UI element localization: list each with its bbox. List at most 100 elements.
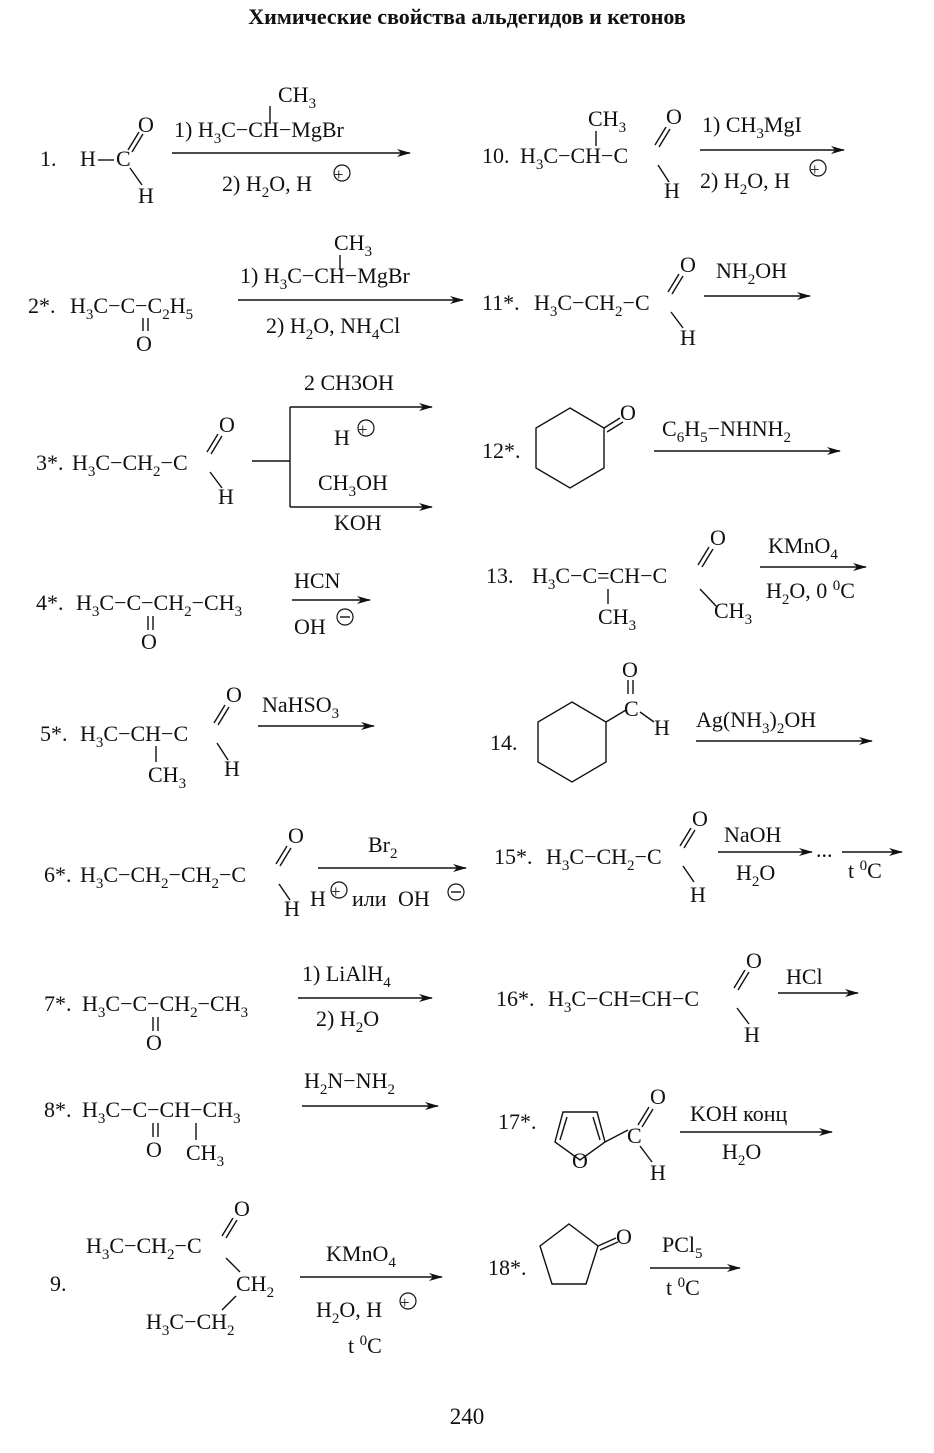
- svg-text:O: O: [622, 657, 638, 682]
- svg-text:2) H2O: 2) H2O: [316, 1006, 379, 1036]
- svg-text:H: H: [654, 715, 670, 740]
- svg-text:H2O: H2O: [736, 860, 775, 890]
- reaction-4: 4*. H3C−C−CH2−CH3 O HCN OH: [36, 568, 371, 654]
- svg-text:H3C−CH2−C: H3C−CH2−C: [72, 450, 188, 480]
- svg-text:t 0C: t 0C: [666, 1275, 700, 1300]
- svg-text:H3C−CH−C: H3C−CH−C: [520, 143, 628, 173]
- svg-text:O: O: [616, 1224, 632, 1249]
- reaction-7: 7*. H3C−C−CH2−CH3 O 1) LiAlH4 2) H2O: [44, 961, 433, 1055]
- reaction-number: 8*.: [44, 1097, 72, 1122]
- reaction-8: 8*. H3C−C−CH−CH3 O CH3 H2N−NH2: [44, 1068, 439, 1170]
- cyclopentanone-ring: [539, 1223, 599, 1285]
- svg-text:NaHSO3: NaHSO3: [262, 692, 339, 722]
- svg-text:C: C: [624, 696, 639, 721]
- svg-text:H2O: H2O: [722, 1139, 761, 1169]
- svg-text:H2O, H: H2O, H: [316, 1297, 382, 1327]
- svg-text:O: O: [146, 1137, 162, 1162]
- condition-text: KOH конц: [690, 1101, 788, 1126]
- reaction-5: 5*. H3C−CH−C CH3 O H NaHSO3: [40, 682, 375, 792]
- svg-text:2) H2O, NH4Cl: 2) H2O, NH4Cl: [266, 313, 400, 343]
- page-number: 240: [449, 1404, 485, 1429]
- reaction-6: 6*. H3C−CH2−CH2−C O H Br2 H + или OH: [44, 823, 467, 921]
- svg-text:+: +: [331, 882, 341, 901]
- reaction-number: 13.: [486, 563, 514, 588]
- svg-text:CH3OH: CH3OH: [318, 470, 388, 500]
- svg-text:O: O: [572, 1148, 588, 1173]
- svg-text:CH3: CH3: [186, 1140, 224, 1170]
- svg-text:H3C−CH2−C: H3C−CH2−C: [86, 1233, 202, 1263]
- reaction-number: 15*.: [494, 844, 533, 869]
- svg-text:1) CH3MgI: 1) CH3MgI: [702, 112, 802, 142]
- reaction-number: 4*.: [36, 590, 64, 615]
- svg-text:O: O: [226, 682, 242, 707]
- svg-text:KMnO4: KMnO4: [768, 533, 838, 563]
- condition-text: 2 CH3OH: [304, 370, 394, 395]
- svg-text:1) LiAlH4: 1) LiAlH4: [302, 961, 391, 991]
- reaction-number: 5*.: [40, 721, 68, 746]
- svg-text:CH3: CH3: [278, 82, 316, 112]
- svg-text:O: O: [288, 823, 304, 848]
- svg-text:H3C−C−CH2−CH3: H3C−C−CH2−CH3: [82, 991, 248, 1021]
- svg-text:H: H: [138, 183, 154, 208]
- svg-text:H3C−CH2−C: H3C−CH2−C: [546, 844, 662, 874]
- page-title: Химические свойства альдегидов и кетонов: [248, 4, 686, 29]
- svg-text:H3C−C−CH−CH3: H3C−C−CH−CH3: [82, 1097, 241, 1127]
- svg-text:C: C: [116, 146, 131, 171]
- reaction-12: 12*. O C6H5−NHNH2: [482, 400, 841, 489]
- svg-text:H3C−CH=CH−C: H3C−CH=CH−C: [548, 986, 699, 1016]
- svg-text:+: +: [334, 165, 344, 184]
- furan-ring: [554, 1111, 606, 1161]
- svg-text:NH2OH: NH2OH: [716, 258, 787, 288]
- reaction-number: 18*.: [488, 1255, 527, 1280]
- svg-text:H: H: [224, 756, 240, 781]
- reaction-10: 10. H3C−CH−C CH3 O H 1) CH3MgI 2) H2O, H…: [482, 104, 845, 203]
- svg-text:H: H: [744, 1022, 760, 1047]
- reaction-number: 10.: [482, 143, 510, 168]
- svg-text:H3C−C−C2H5: H3C−C−C2H5: [70, 293, 193, 323]
- reaction-number: 3*.: [36, 450, 64, 475]
- svg-text:H3C−CH2−C: H3C−CH2−C: [534, 290, 650, 320]
- reaction-11: 11*. H3C−CH2−C O H NH2OH: [482, 252, 811, 350]
- svg-text:O: O: [219, 412, 235, 437]
- reaction-14: 14. C O H Ag(NH3)2OH: [490, 657, 873, 783]
- reaction-1: 1. H C O H CH3 1) H3C−CH−MgBr 2) H2O, H …: [40, 82, 411, 208]
- svg-text:C6H5−NHNH2: C6H5−NHNH2: [662, 416, 791, 446]
- svg-text:H3C−C=CH−C: H3C−C=CH−C: [532, 563, 667, 593]
- svg-text:CH3: CH3: [148, 762, 186, 792]
- svg-text:OH: OH: [398, 886, 430, 911]
- svg-text:H3C−CH2−CH2−C: H3C−CH2−CH2−C: [80, 862, 246, 892]
- reaction-17: 17*. O C O H KOH конц H2O: [498, 1084, 833, 1185]
- reaction-16: 16*. H3C−CH=CH−C O H HCl: [496, 948, 859, 1047]
- or-word: или: [352, 886, 387, 911]
- svg-text:O: O: [666, 104, 682, 129]
- svg-text:H: H: [690, 882, 706, 907]
- svg-text:KMnO4: KMnO4: [326, 1241, 396, 1271]
- svg-text:2) H2O, H: 2) H2O, H: [222, 171, 312, 201]
- svg-text:H: H: [334, 425, 350, 450]
- svg-text:t 0C: t 0C: [348, 1333, 382, 1358]
- condition-text: Br2: [368, 832, 398, 862]
- svg-text:H: H: [218, 484, 234, 509]
- reaction-number: 6*.: [44, 862, 72, 887]
- svg-text:H: H: [680, 325, 696, 350]
- svg-text:O: O: [141, 629, 157, 654]
- svg-text:t 0C: t 0C: [848, 858, 882, 883]
- svg-text:H: H: [284, 896, 300, 921]
- svg-text:+: +: [400, 1293, 410, 1312]
- reaction-2: 2*. H3C−C−C2H5 O CH3 1) H3C−CH−MgBr 2) H…: [28, 230, 464, 356]
- condition-text: KOH: [334, 510, 382, 535]
- reaction-number: 9.: [50, 1271, 67, 1296]
- svg-text:2) H2O, H: 2) H2O, H: [700, 168, 790, 198]
- cyclohexanone-ring: [535, 407, 605, 489]
- reaction-number: 2*.: [28, 293, 56, 318]
- svg-text:H: H: [310, 886, 326, 911]
- svg-text:O: O: [650, 1084, 666, 1109]
- svg-text:1) H3C−CH−MgBr: 1) H3C−CH−MgBr: [240, 263, 411, 293]
- condition-text: HCN: [294, 568, 341, 593]
- svg-text:CH3: CH3: [588, 106, 626, 136]
- svg-text:H: H: [650, 1160, 666, 1185]
- reaction-number: 16*.: [496, 986, 535, 1011]
- svg-text:O: O: [746, 948, 762, 973]
